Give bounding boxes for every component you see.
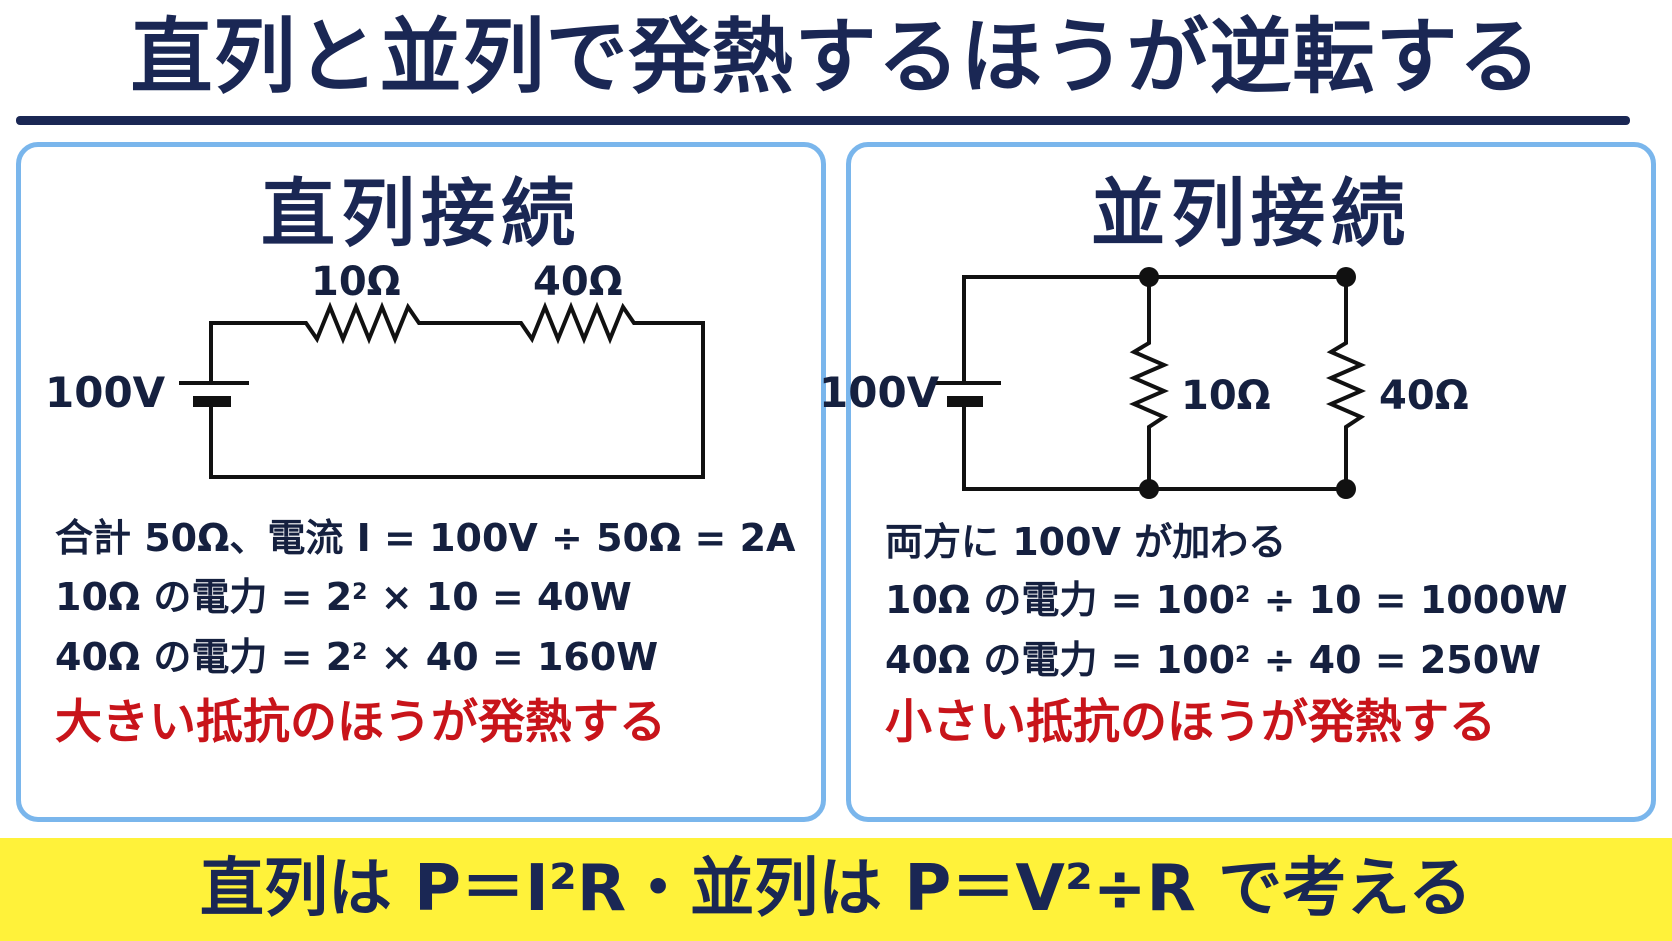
- series-battery-short-plate: [193, 396, 231, 407]
- series-circuit-diagram: 100V 10Ω 40Ω: [45, 259, 705, 479]
- page-title: 直列と並列で発熱するほうが逆転する: [130, 10, 1542, 105]
- series-resistor-40-label: 40Ω: [533, 259, 623, 305]
- series-power-40-line: 40Ω の電力 = 22 × 40 = 160W: [55, 635, 659, 679]
- parallel-resistor-10-label: 10Ω: [1181, 373, 1271, 419]
- parallel-node: [1336, 267, 1356, 287]
- summary-formula-text: 直列は P＝I²R・並列は P＝V²÷R で考える: [199, 852, 1473, 926]
- summary-band: 直列は P＝I²R・並列は P＝V²÷R で考える: [0, 838, 1672, 941]
- parallel-power-10-line: 10Ω の電力 = 1002 ÷ 10 = 1000W: [885, 578, 1568, 622]
- series-resistor-10-label: 10Ω: [311, 259, 401, 305]
- parallel-power-40-line: 40Ω の電力 = 1002 ÷ 40 = 250W: [885, 638, 1542, 682]
- parallel-conclusion: 小さい抵抗のほうが発熱する: [885, 695, 1496, 750]
- series-power-10-line: 10Ω の電力 = 22 × 10 = 40W: [55, 575, 632, 619]
- parallel-node: [1336, 479, 1356, 499]
- series-total-current-line: 合計 50Ω、電流 I = 100V ÷ 50Ω = 2A: [55, 516, 796, 560]
- series-top-wire: [209, 301, 705, 479]
- parallel-resistor-40-label: 40Ω: [1379, 373, 1469, 419]
- title-divider: [16, 116, 1630, 125]
- series-heading: 直列接続: [261, 171, 581, 257]
- parallel-branch-10: [1128, 275, 1170, 491]
- parallel-battery-label: 100V: [819, 368, 940, 417]
- series-conclusion: 大きい抵抗のほうが発熱する: [55, 695, 666, 750]
- parallel-panel: 並列接続 100V 10Ω 40Ω 両方に 100V が加わる 10Ω の電力 …: [819, 142, 1656, 822]
- parallel-outer-wire: [962, 275, 1367, 491]
- parallel-heading: 並列接続: [1091, 171, 1411, 257]
- series-battery-label: 100V: [45, 368, 166, 417]
- series-panel: 直列接続 100V 10Ω 40Ω 合計 50Ω、電流 I = 100V ÷ 5…: [16, 142, 826, 822]
- parallel-voltage-line: 両方に 100V が加わる: [885, 520, 1287, 564]
- parallel-node: [1139, 267, 1159, 287]
- parallel-circuit-diagram: 100V 10Ω 40Ω: [819, 267, 1469, 499]
- parallel-battery-short-plate: [947, 396, 983, 407]
- parallel-node: [1139, 479, 1159, 499]
